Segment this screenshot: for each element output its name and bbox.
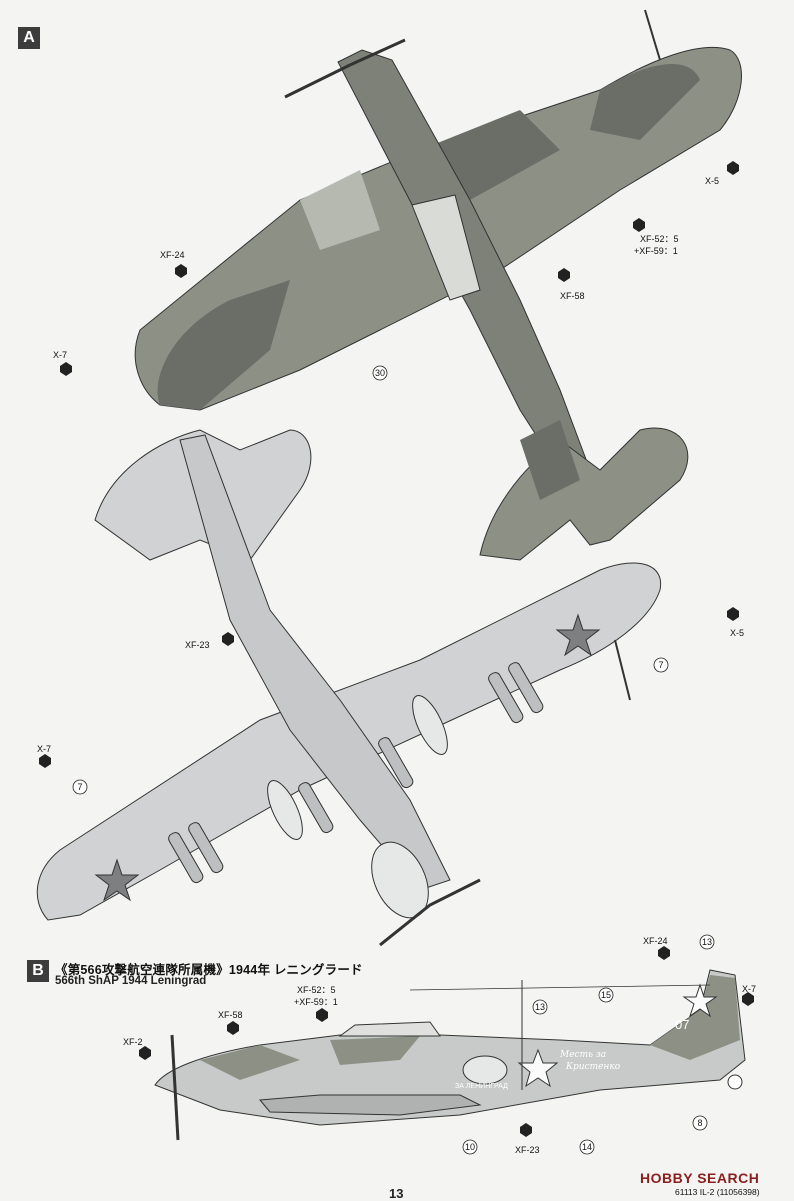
label-b-num14: 14: [581, 1142, 592, 1152]
tail-number: 07: [675, 1017, 690, 1032]
label-x5-top: X-5: [705, 176, 720, 186]
label-num7-right: 7: [658, 660, 664, 670]
label-b-xf7: X-7: [742, 984, 757, 994]
label-xf52-top: XF-52：5: [640, 234, 679, 244]
section-b-badge: B: [27, 960, 49, 982]
section-b-title-en: 566th ShAP 1944 Leningrad: [55, 975, 207, 987]
label-num7-left: 7: [77, 782, 83, 792]
label-x7-top: X-7: [53, 350, 68, 360]
label-b-num15: 15: [600, 990, 611, 1000]
label-b-xf52: XF-52：5: [297, 985, 336, 995]
upper-view-aircraft: [134, 9, 742, 561]
part-number-circles: [72, 365, 715, 1155]
label-num30: 30: [374, 368, 385, 378]
label-xf59-top: +XF-59：1: [634, 246, 678, 256]
label-xf58-top: XF-58: [560, 291, 585, 301]
product-ref: 61113 IL-2 (11056398): [675, 1187, 760, 1197]
label-b-xf23: XF-23: [515, 1145, 540, 1155]
label-x5-mid: X-5: [730, 628, 745, 638]
label-b-xf59: +XF-59：1: [294, 997, 338, 1007]
section-b-title-jp: 《第566攻撃航空連隊所属機》1944年 レニングラード: [55, 963, 363, 977]
hobby-search-watermark: HOBBY SEARCH: [640, 1170, 760, 1186]
slogan-line1: Месть за: [560, 1050, 607, 1060]
paint-icons: [39, 161, 754, 1137]
label-x7-left: X-7: [37, 744, 52, 754]
label-xf23-mid: XF-23: [185, 640, 210, 650]
label-b-num13-top: 13: [701, 937, 712, 947]
label-b-num8: 8: [697, 1118, 703, 1128]
page-number: 13: [389, 1186, 404, 1201]
side-view-aircraft: [154, 969, 746, 1141]
label-b-xf24: XF-24: [643, 936, 668, 946]
slogan-line2: Кристенко: [566, 1062, 621, 1072]
label-b-xf58: XF-58: [218, 1010, 243, 1020]
section-a-badge: A: [18, 27, 40, 49]
emblem-text: ЗА ЛЕНИНГРАД: [455, 1083, 508, 1090]
label-b-num10: 10: [464, 1142, 475, 1152]
label-xf24-top: XF-24: [160, 250, 185, 260]
label-b-num13-mid: 13: [534, 1002, 545, 1012]
label-b-xf2: XF-2: [123, 1037, 143, 1047]
lower-view-aircraft: [36, 429, 662, 947]
